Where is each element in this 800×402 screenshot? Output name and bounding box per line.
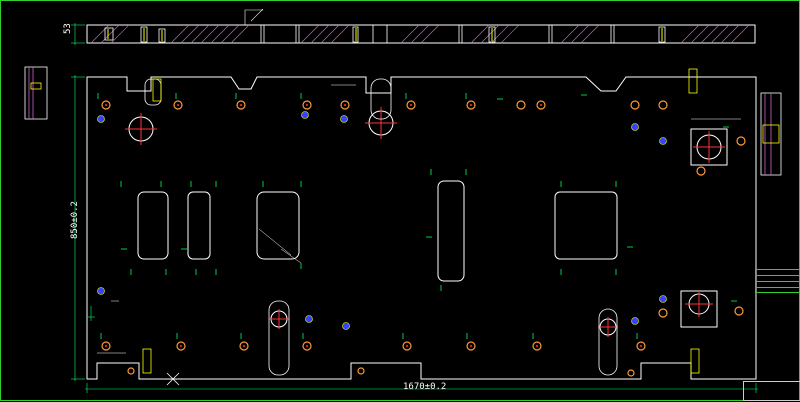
threaded-holes bbox=[101, 100, 746, 377]
threaded-hole-centers bbox=[105, 104, 642, 347]
overall-dimensions bbox=[71, 75, 758, 393]
main-plan-view bbox=[86, 68, 757, 386]
side-view-features bbox=[104, 24, 666, 44]
side-elevation-view: 53 bbox=[63, 8, 756, 45]
height-dimension-label: 850±0.2 bbox=[70, 201, 80, 239]
side-view-markers bbox=[107, 28, 663, 41]
origin-cross bbox=[166, 372, 180, 386]
side-thickness-label: 53 bbox=[63, 23, 73, 34]
large-bores bbox=[125, 107, 728, 337]
bolt-pockets bbox=[142, 68, 700, 374]
left-end-view bbox=[24, 66, 48, 120]
side-view-outline bbox=[86, 24, 756, 44]
leader-lines bbox=[97, 84, 741, 354]
side-view-hatch bbox=[90, 24, 750, 44]
side-view-leader bbox=[244, 8, 264, 25]
dowel-pins bbox=[97, 111, 667, 330]
width-dimension-label: 1670±0.2 bbox=[403, 382, 446, 392]
title-block-small bbox=[755, 269, 800, 293]
side-thickness-dim bbox=[71, 23, 85, 45]
slots bbox=[144, 78, 618, 376]
title-block-main bbox=[743, 381, 800, 401]
dimension-ticks bbox=[97, 93, 737, 339]
pockets bbox=[137, 180, 618, 282]
right-end-view bbox=[760, 92, 782, 176]
plate-outline bbox=[86, 76, 757, 380]
